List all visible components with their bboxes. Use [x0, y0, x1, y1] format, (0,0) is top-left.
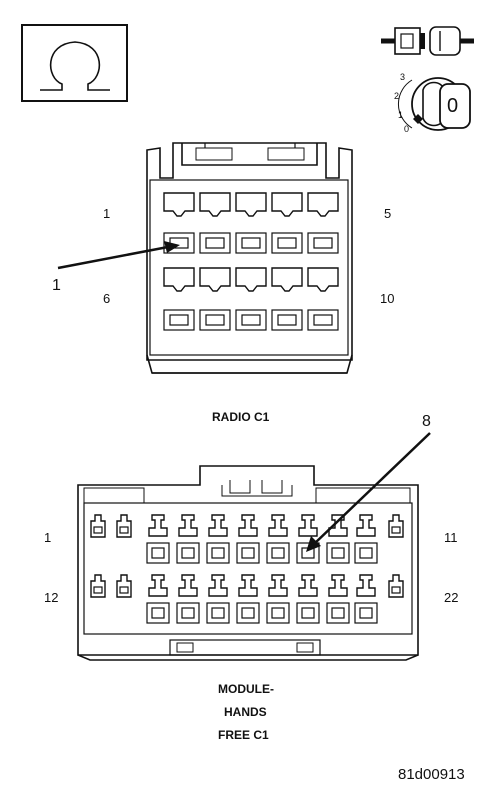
radio-pin-label-10: 10: [380, 291, 394, 306]
ignition-key-off-icon: 3 2 1 0 0: [394, 72, 471, 134]
hands-free-cavity-17: [236, 574, 260, 624]
hands-free-cavity-20: [326, 574, 350, 624]
radio-cavity-7: [199, 267, 231, 331]
ignition-position-0: 0: [404, 124, 409, 134]
hands-free-cavity-3: [146, 514, 170, 564]
hands-free-pin-label-22: 22: [444, 590, 458, 605]
hands-free-title-line1: MODULE-: [218, 682, 274, 696]
hands-free-pin-label-1: 1: [44, 530, 51, 545]
radio-c1-connector: [146, 142, 353, 374]
ignition-position-3: 3: [400, 72, 405, 82]
hands-free-cavity-13: [116, 574, 132, 598]
ignition-position-2: 2: [394, 91, 399, 101]
radio-cavity-9: [271, 267, 303, 331]
hands-free-cavity-10: [354, 514, 378, 564]
hands-free-title-line3: FREE C1: [218, 728, 269, 742]
hands-free-cavity-11: [388, 514, 404, 538]
radio-cavity-6: [163, 267, 195, 331]
hands-free-cavity-22: [388, 574, 404, 598]
radio-pin-label-5: 5: [384, 206, 391, 221]
radio-cavity-3: [235, 192, 267, 254]
hands-free-callout-arrow: [306, 432, 431, 552]
hands-free-cavity-7: [266, 514, 290, 564]
ignition-key-label: 0: [447, 95, 458, 117]
hands-free-cavity-2: [116, 514, 132, 538]
hands-free-cavity-19: [296, 574, 320, 624]
hands-free-cavity-15: [176, 574, 200, 624]
hands-free-title-line2: HANDS: [224, 705, 267, 719]
hands-free-cavity-12: [90, 574, 106, 598]
radio-pin-label-6: 6: [103, 291, 110, 306]
radio-callout-number: 1: [52, 277, 61, 294]
radio-cavity-5: [307, 192, 339, 254]
radio-cavity-4: [271, 192, 303, 254]
radio-c1-title: RADIO C1: [212, 410, 270, 424]
radio-callout-arrow: [57, 241, 180, 270]
hands-free-cavity-5: [206, 514, 230, 564]
hands-free-cavity-8: [296, 514, 320, 564]
hands-free-pin-label-12: 12: [44, 590, 58, 605]
hands-free-cavity-14: [146, 574, 170, 624]
hands-free-cavity-18: [266, 574, 290, 624]
hands-free-cavity-16: [206, 574, 230, 624]
hands-free-callout-number: 8: [422, 413, 431, 430]
disconnected-connector-icon: [381, 26, 474, 56]
hands-free-cavity-6: [236, 514, 260, 564]
figure-code: 81d00913: [398, 766, 465, 783]
radio-cavity-1: [163, 192, 195, 254]
hands-free-pin-label-11: 11: [444, 530, 458, 545]
radio-cavity-2: [199, 192, 231, 254]
hands-free-cavity-9: [326, 514, 350, 564]
hands-free-cavity-21: [354, 574, 378, 624]
hands-free-cavity-1: [90, 514, 106, 538]
radio-pin-label-1: 1: [103, 206, 110, 221]
radio-cavity-8: [235, 267, 267, 331]
radio-cavity-10: [307, 267, 339, 331]
ohm-symbol-icon: [21, 24, 128, 102]
hands-free-cavity-4: [176, 514, 200, 564]
hands-free-c1-connector: [77, 465, 419, 661]
